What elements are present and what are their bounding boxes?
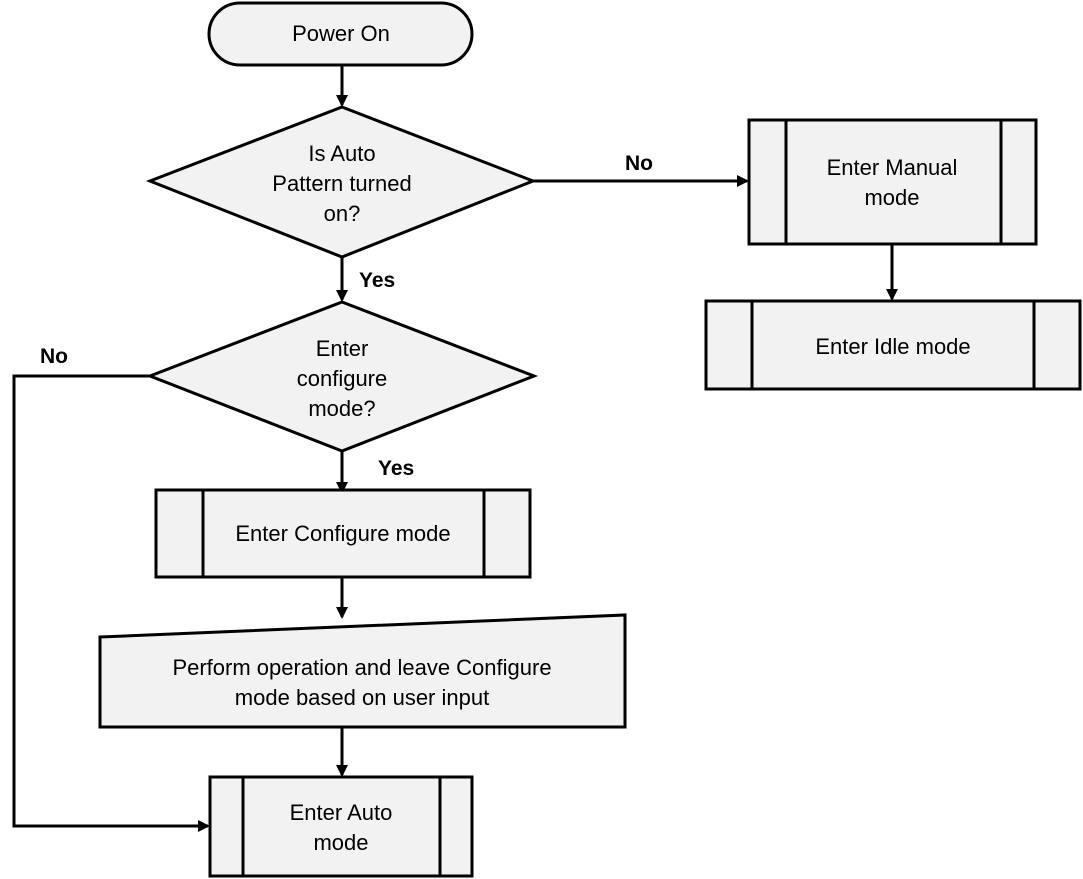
node-configure-decision-line-2: configure: [297, 366, 388, 391]
node-auto-pattern-decision-line-3: on?: [324, 201, 361, 226]
arrow-configure-decision-no: [12, 374, 210, 832]
node-manual-mode: Enter Manual mode: [747, 118, 1038, 246]
edge-labels: No Yes No Yes: [40, 152, 653, 480]
node-configure-decision-line-3: mode?: [308, 396, 375, 421]
node-idle-mode-label: Enter Idle mode: [815, 334, 970, 359]
node-configure-decision-line-1: Enter: [316, 336, 369, 361]
node-auto-mode: Enter Auto mode: [208, 775, 474, 878]
node-auto-mode-line-2: mode: [313, 830, 368, 855]
node-perform-operation-line-2: mode based on user input: [235, 685, 489, 710]
node-power-on-label: Power On: [292, 21, 390, 46]
edge-label-configure-no: No: [40, 345, 68, 368]
node-power-on: Power On: [207, 1, 474, 67]
node-perform-operation: Perform operation and leave Configure mo…: [98, 613, 627, 729]
edge-label-auto-pattern-no: No: [625, 152, 653, 175]
edge-label-configure-yes: Yes: [378, 457, 414, 480]
edge-label-auto-pattern-yes: Yes: [359, 269, 395, 292]
node-auto-pattern-decision-line-1: Is Auto: [308, 141, 375, 166]
node-configure-decision: Enter configure mode?: [145, 300, 539, 453]
node-idle-mode: Enter Idle mode: [704, 299, 1082, 391]
node-auto-pattern-decision-line-2: Pattern turned: [272, 171, 411, 196]
node-configure-mode: Enter Configure mode: [154, 488, 532, 579]
node-perform-operation-line-1: Perform operation and leave Configure: [172, 655, 551, 680]
node-auto-pattern-decision: Is Auto Pattern turned on?: [145, 105, 538, 259]
node-configure-mode-label: Enter Configure mode: [235, 521, 450, 546]
node-manual-mode-line-1: Enter Manual: [827, 155, 958, 180]
connectors: [12, 65, 898, 832]
node-auto-mode-line-1: Enter Auto: [290, 800, 393, 825]
node-manual-mode-line-2: mode: [864, 185, 919, 210]
